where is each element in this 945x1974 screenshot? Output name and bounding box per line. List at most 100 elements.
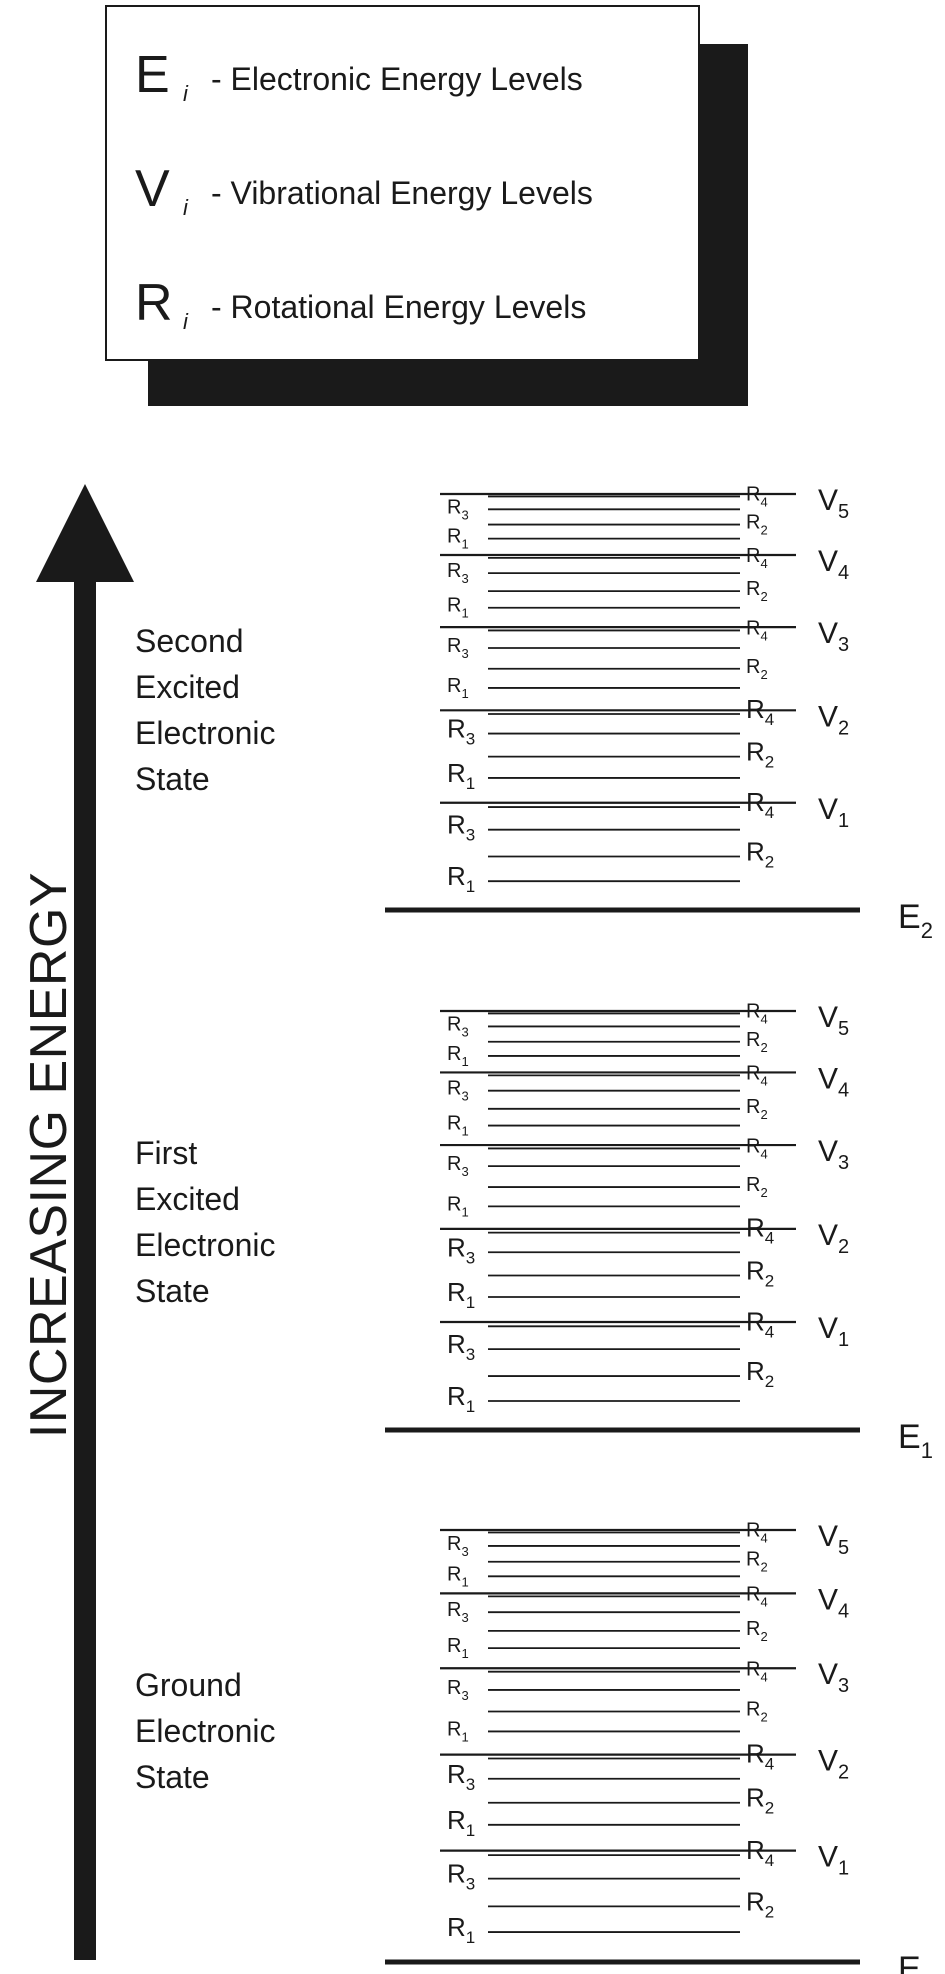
- rotational-level-label: R4: [746, 483, 768, 509]
- vibrational-level-label: V3: [818, 617, 849, 656]
- rotational-level-label: R3: [447, 560, 469, 586]
- rotational-level-label: R3: [447, 1329, 475, 1364]
- rotational-level-label: R4: [746, 787, 774, 822]
- rotational-level-label: R2: [746, 1886, 774, 1921]
- rotational-level-label: R2: [746, 1096, 768, 1122]
- rotational-level-label: R3: [447, 1013, 469, 1039]
- rotational-level-label: R2: [746, 836, 774, 871]
- rotational-level-label: R1: [447, 1635, 469, 1661]
- rotational-level-label: R4: [746, 1835, 774, 1870]
- electronic-level-label: E2: [898, 898, 933, 943]
- state-label-line: Second: [135, 623, 244, 659]
- electronic-level-label: E1: [898, 1418, 933, 1463]
- rotational-level-label: R4: [746, 545, 768, 571]
- state-label-line: Ground: [135, 1667, 242, 1703]
- rotational-level-label: R4: [746, 1306, 774, 1341]
- state-label-line: State: [135, 761, 210, 797]
- rotational-level-label: R4: [746, 1062, 768, 1088]
- legend-symbol: V: [135, 160, 170, 218]
- energy-arrow-head: [36, 484, 134, 582]
- rotational-level-label: R3: [447, 1859, 475, 1894]
- rotational-level-label: R3: [447, 1078, 469, 1104]
- rotational-level-label: R1: [447, 526, 469, 552]
- rotational-level-label: R1: [447, 861, 475, 896]
- state-label-line: Electronic: [135, 1713, 276, 1749]
- state-label-second-excited: Second Excited Electronic State: [135, 618, 276, 802]
- rotational-level-label: R3: [447, 1153, 469, 1179]
- rotational-level-label: R2: [746, 1549, 768, 1575]
- rotational-level-label: R1: [447, 1563, 469, 1589]
- vibrational-level-label: V3: [818, 1135, 849, 1174]
- rotational-level-label: R2: [746, 1174, 768, 1200]
- rotational-level-label: R1: [447, 675, 469, 701]
- vibrational-level-label: V1: [818, 793, 849, 832]
- vibrational-level-label: V2: [818, 1745, 849, 1784]
- legend-subscript: i: [183, 195, 188, 220]
- state-label-line: Electronic: [135, 715, 276, 751]
- rotational-level-label: R3: [447, 810, 475, 845]
- rotational-level-label: R3: [447, 496, 469, 522]
- legend-subscript: i: [183, 309, 188, 334]
- vibrational-level-label: V4: [818, 1583, 849, 1622]
- rotational-level-label: R1: [447, 1718, 469, 1744]
- rotational-level-label: R2: [746, 512, 768, 538]
- rotational-level-label: R2: [746, 656, 768, 682]
- vibrational-level-label: V2: [818, 1219, 849, 1258]
- rotational-level-label: R1: [447, 1805, 475, 1840]
- legend-description: - Rotational Energy Levels: [211, 289, 587, 325]
- rotational-level-label: R3: [447, 714, 475, 749]
- rotational-level-label: R3: [447, 1232, 475, 1267]
- rotational-level-label: R4: [746, 1583, 768, 1609]
- rotational-level-label: R2: [746, 1356, 774, 1391]
- rotational-level-label: R2: [746, 737, 774, 772]
- rotational-level-label: R1: [447, 1193, 469, 1219]
- state-label-ground: Ground Electronic State: [135, 1662, 276, 1800]
- rotational-level-label: R1: [447, 1381, 475, 1416]
- rotational-level-label: R4: [746, 1520, 768, 1546]
- energy-arrow-shaft: [74, 578, 96, 1960]
- vibrational-level-label: V2: [818, 700, 849, 739]
- rotational-level-label: R1: [447, 1912, 475, 1947]
- state-label-line: Excited: [135, 669, 240, 705]
- legend-symbol: R: [135, 274, 173, 332]
- rotational-level-label: R2: [746, 578, 768, 604]
- rotational-level-label: R4: [746, 694, 774, 729]
- vibrational-level-label: V1: [818, 1841, 849, 1880]
- state-label-line: Excited: [135, 1181, 240, 1217]
- rotational-level-label: R3: [447, 1759, 475, 1794]
- rotational-level-label: R4: [746, 1135, 768, 1161]
- electronic-level-label: E0: [898, 1950, 933, 1974]
- legend-description: - Vibrational Energy Levels: [211, 175, 593, 211]
- rotational-level-label: R4: [746, 1659, 768, 1685]
- rotational-level-label: R1: [447, 595, 469, 621]
- legend-subscript: i: [183, 81, 188, 106]
- rotational-level-label: R1: [447, 758, 475, 793]
- rotational-level-label: R2: [746, 1618, 768, 1644]
- vibrational-level-label: V4: [818, 1062, 849, 1101]
- rotational-level-label: R2: [746, 1783, 774, 1818]
- vibrational-level-label: V1: [818, 1312, 849, 1351]
- legend-box: E i - Electronic Energy Levels V i - Vib…: [105, 5, 700, 361]
- legend-description: - Electronic Energy Levels: [211, 61, 583, 97]
- rotational-level-label: R1: [447, 1043, 469, 1069]
- state-label-line: Electronic: [135, 1227, 276, 1263]
- vibrational-level-label: V3: [818, 1658, 849, 1697]
- state-label-line: State: [135, 1759, 210, 1795]
- rotational-level-label: R4: [746, 617, 768, 643]
- state-label-first-excited: First Excited Electronic State: [135, 1130, 276, 1314]
- vibrational-level-label: V4: [818, 545, 849, 584]
- legend-symbol: E: [135, 46, 170, 104]
- rotational-level-label: R2: [746, 1029, 768, 1055]
- vibrational-level-label: V5: [818, 484, 849, 523]
- rotational-level-label: R4: [746, 1000, 768, 1026]
- rotational-level-label: R3: [447, 1599, 469, 1625]
- rotational-level-label: R2: [746, 1256, 774, 1291]
- rotational-level-label: R2: [746, 1699, 768, 1725]
- state-label-line: First: [135, 1135, 198, 1171]
- rotational-level-label: R1: [447, 1277, 475, 1312]
- vibrational-level-label: V5: [818, 1520, 849, 1559]
- rotational-level-label: R3: [447, 1677, 469, 1703]
- state-label-line: State: [135, 1273, 210, 1309]
- rotational-level-label: R1: [447, 1113, 469, 1139]
